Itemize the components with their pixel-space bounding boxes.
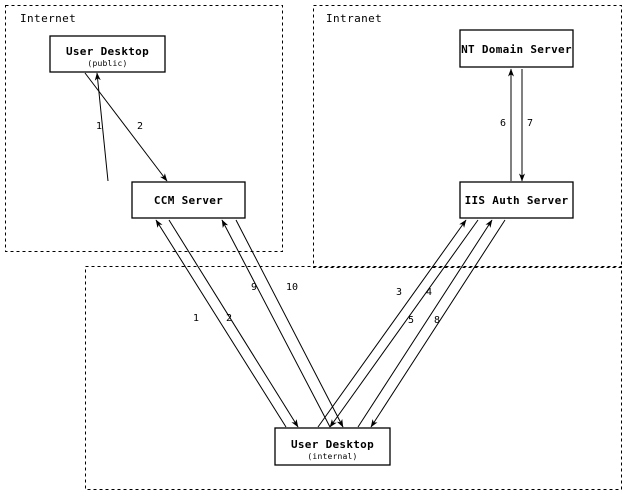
flow-group-public-desktop-ccm: 1 2	[84, 72, 168, 182]
node-user-desktop-internal-subtitle: (internal)	[307, 452, 357, 461]
node-iis-auth-server[interactable]: IIS Auth Server	[459, 181, 574, 219]
flow-group-internal-desktop-iis-58: 5 8	[357, 219, 506, 428]
node-ccm-server-box[interactable]	[131, 181, 246, 219]
node-iis-auth-server-title: IIS Auth Server	[465, 194, 569, 207]
zone-internet-border	[5, 5, 283, 252]
flow-line-1-internal-to-ccm	[155, 219, 287, 428]
flow-line-10-ccm-to-internal	[235, 219, 344, 428]
node-user-desktop-public[interactable]: User Desktop (public)	[49, 35, 166, 73]
node-nt-domain-server[interactable]: NT Domain Server	[459, 29, 574, 68]
node-user-desktop-public-subtitle: (public)	[87, 59, 127, 68]
flow-group-internal-desktop-ccm-910: 9 10	[221, 219, 344, 428]
node-nt-domain-server-box[interactable]	[459, 29, 574, 68]
flow-group-iis-nt-67: 6 7	[500, 68, 533, 182]
flow-label-2-internal: 2	[226, 313, 232, 324]
zone-internal-network	[85, 266, 622, 490]
flow-label-8: 8	[434, 315, 440, 326]
flow-label-2-public: 2	[137, 121, 143, 132]
node-ccm-server[interactable]: CCM Server	[131, 181, 246, 219]
flow-group-internal-desktop-ccm-12: 1 2	[155, 219, 299, 428]
flow-label-10: 10	[286, 282, 298, 293]
flow-line-8-iis-to-internal	[370, 219, 506, 428]
flow-label-9: 9	[251, 282, 257, 293]
node-ccm-server-title: CCM Server	[154, 194, 223, 207]
flow-line-2-ccm-to-internal	[168, 219, 299, 428]
zone-internet: Internet	[5, 5, 283, 252]
zone-internal-border	[85, 266, 622, 490]
flow-label-5: 5	[408, 315, 414, 326]
flow-line-9-internal-to-ccm	[221, 219, 331, 428]
flow-label-1-internal: 1	[193, 313, 199, 324]
flow-line-4-iis-to-internal	[329, 219, 479, 428]
node-user-desktop-public-title: User Desktop	[66, 45, 149, 58]
flow-group-internal-desktop-iis-34: 3 4	[317, 219, 479, 428]
node-user-desktop-internal-title: User Desktop	[291, 438, 374, 451]
zone-intranet: Intranet	[313, 5, 622, 268]
flow-label-6: 6	[500, 118, 506, 129]
zone-intranet-label: Intranet	[326, 12, 382, 25]
node-user-desktop-public-box[interactable]	[49, 35, 166, 73]
node-iis-auth-server-box[interactable]	[459, 181, 574, 219]
flow-line-2-ccm-to-public	[94, 72, 109, 182]
zone-intranet-border	[313, 5, 622, 268]
flow-label-1-public: 1	[96, 121, 102, 132]
node-user-desktop-internal-box[interactable]	[274, 427, 391, 466]
flow-line-3-internal-to-iis	[317, 219, 467, 428]
flow-label-3: 3	[396, 287, 402, 298]
flow-label-4: 4	[426, 287, 432, 298]
node-user-desktop-internal[interactable]: User Desktop (internal)	[274, 427, 391, 466]
zone-internet-label: Internet	[20, 12, 76, 25]
node-nt-domain-server-title: NT Domain Server	[461, 43, 572, 56]
flow-line-5-internal-to-iis	[357, 219, 493, 428]
flow-label-7: 7	[527, 118, 533, 129]
